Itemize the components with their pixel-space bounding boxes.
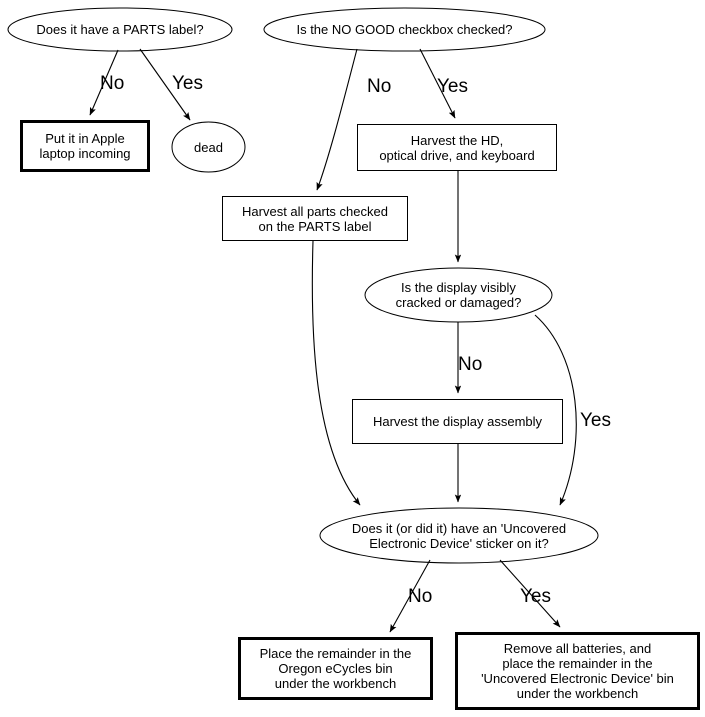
node-shape-q-no-good[interactable]: [263, 7, 546, 52]
edge-label-ued-no: No: [408, 586, 433, 607]
node-shape-a-ecycles-bin[interactable]: [238, 637, 433, 700]
node-shape-a-apple-incoming[interactable]: [20, 120, 150, 172]
edge-label-ued-yes: Yes: [520, 586, 551, 607]
edge-label-display-no: No: [458, 354, 483, 375]
edge-parts-yes: [139, 48, 191, 121]
node-shape-a-harvest-display[interactable]: [352, 399, 563, 444]
node-shape-q-display-cracked[interactable]: [364, 267, 553, 323]
edge-lines: [89, 48, 577, 633]
edge-nogood-yes: [419, 48, 456, 119]
edge-label-display-yes: Yes: [580, 410, 611, 431]
node-shape-a-dead[interactable]: [171, 121, 246, 173]
node-shapes: [7, 7, 700, 710]
edge-parts-to-ued: [311, 240, 361, 506]
edge-ued-yes: [499, 559, 561, 628]
node-shape-q-parts-label[interactable]: [7, 7, 233, 52]
node-shape-a-harvest-hd[interactable]: [357, 124, 557, 171]
edge-nogood-no: [316, 48, 358, 191]
edge-parts-no: [89, 49, 119, 116]
node-shape-q-ued-sticker[interactable]: [319, 507, 599, 564]
edge-label-nogood-yes: Yes: [437, 76, 468, 97]
edge-display-yes: [534, 314, 577, 506]
node-shape-a-ued-bin[interactable]: [455, 632, 700, 710]
node-shape-a-harvest-parts[interactable]: [222, 196, 408, 241]
edge-label-parts-yes: Yes: [172, 73, 203, 94]
edge-label-parts-no: No: [100, 73, 125, 94]
edge-ued-no: [389, 559, 431, 633]
edge-label-nogood-no: No: [367, 76, 392, 97]
